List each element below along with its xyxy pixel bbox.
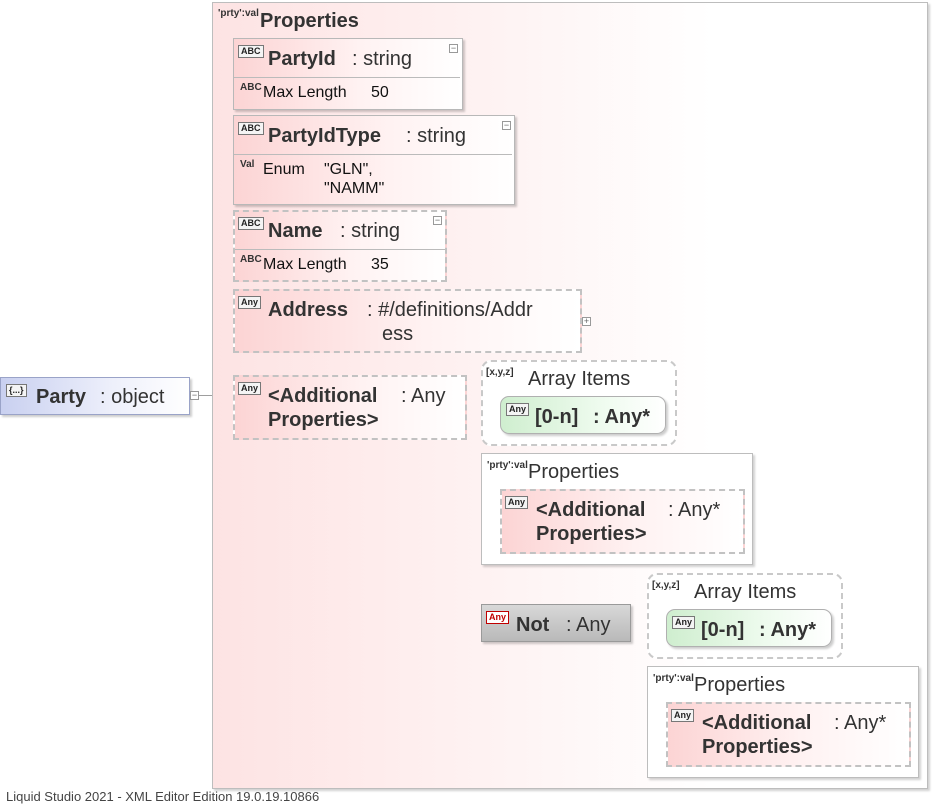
properties-badge: 'prty':val (487, 460, 528, 471)
additional-name-line1: <Additional (702, 712, 812, 734)
string-icon: ABC (238, 122, 264, 135)
partyidtype-type: : string (406, 125, 467, 147)
name-type: : string (340, 220, 401, 242)
expand-icon[interactable]: + (582, 316, 591, 326)
additional-properties-node[interactable]: Any <Additional Properties> : Any* (666, 702, 911, 767)
party-name: Party (36, 386, 87, 408)
array-badge: [x,y,z] (486, 367, 514, 378)
connector (198, 395, 212, 396)
array-item-name: [0-n] (535, 406, 579, 428)
footer-text: Liquid Studio 2021 - XML Editor Edition … (6, 789, 320, 804)
address-name: Address (268, 299, 349, 321)
party-node[interactable]: {...} Party : object (0, 377, 190, 415)
collapse-icon[interactable]: − (449, 43, 458, 53)
additional-type: : Any (401, 385, 446, 407)
facet-badge: ABC (240, 82, 262, 93)
address-type-line2: ess (382, 323, 414, 345)
any-icon: Any (672, 616, 696, 629)
collapse-icon[interactable]: − (502, 120, 511, 130)
array-items-label: Array Items (528, 368, 631, 390)
collapse-icon[interactable]: − (433, 215, 442, 225)
additional-name-line2: Properties> (702, 736, 813, 758)
partyidtype-name: PartyIdType (268, 125, 381, 147)
additional-type: : Any* (668, 499, 721, 521)
facet-value: 35 (371, 256, 389, 273)
not-node[interactable]: Any Not : Any (481, 604, 631, 642)
partyidtype-node[interactable]: ABC PartyIdType : string − Val Enum "GLN… (233, 115, 515, 205)
name-name: Name (268, 220, 323, 242)
array-item-node[interactable]: Any [0-n] : Any* (666, 609, 832, 647)
any-icon: Any (671, 709, 695, 722)
array-item-type: : Any* (759, 619, 817, 641)
array-item-type: : Any* (593, 406, 651, 428)
additional-name-line1: <Additional (268, 385, 378, 407)
partyid-name: PartyId (268, 48, 336, 70)
any-icon: Any (238, 296, 262, 309)
address-node[interactable]: Any Address : #/definitions/Addr ess (233, 289, 582, 353)
array-item-name: [0-n] (701, 619, 745, 641)
not-type: : Any (566, 614, 611, 636)
properties-label: Properties (260, 10, 359, 32)
additional-name-line2: Properties> (268, 409, 379, 431)
facet-badge: Val (240, 159, 255, 170)
any-icon: Any (486, 611, 510, 624)
enum-value-1: "GLN", (324, 161, 373, 178)
separator (234, 77, 460, 78)
string-icon: ABC (238, 45, 264, 58)
facet-value: 50 (371, 84, 389, 101)
properties-badge: 'prty':val (218, 8, 259, 19)
properties-label: Properties (694, 674, 786, 696)
array-item-node[interactable]: Any [0-n] : Any* (500, 396, 666, 434)
enum-value-2: "NAMM" (324, 180, 385, 197)
any-icon: Any (238, 382, 262, 395)
collapse-icon[interactable]: − (190, 390, 199, 400)
any-icon: Any (505, 496, 529, 509)
partyid-type: : string (352, 48, 413, 70)
array-items-label: Array Items (694, 581, 797, 603)
separator (234, 154, 512, 155)
additional-name-line2: Properties> (536, 523, 647, 545)
any-icon: Any (506, 403, 530, 416)
additional-name-line1: <Additional (536, 499, 646, 521)
properties-label: Properties (528, 461, 620, 483)
address-type-line1: : #/definitions/Addr (367, 299, 533, 321)
facet-badge: ABC (240, 254, 262, 265)
separator (235, 249, 445, 250)
facet-label: Enum (263, 161, 305, 178)
party-type: : object (100, 386, 165, 408)
additional-properties-node[interactable]: Any <Additional Properties> : Any (233, 375, 467, 440)
not-name: Not (516, 614, 550, 636)
name-node[interactable]: ABC Name : string − ABC Max Length 35 (233, 210, 447, 282)
additional-properties-node[interactable]: Any <Additional Properties> : Any* (500, 489, 745, 554)
string-icon: ABC (238, 217, 264, 230)
facet-label: Max Length (263, 256, 347, 273)
facet-label: Max Length (263, 84, 347, 101)
array-badge: [x,y,z] (652, 580, 680, 591)
partyid-node[interactable]: ABC PartyId : string − ABC Max Length 50 (233, 38, 463, 110)
properties-badge: 'prty':val (653, 673, 694, 684)
additional-type: : Any* (834, 712, 887, 734)
object-icon: {...} (6, 384, 27, 397)
